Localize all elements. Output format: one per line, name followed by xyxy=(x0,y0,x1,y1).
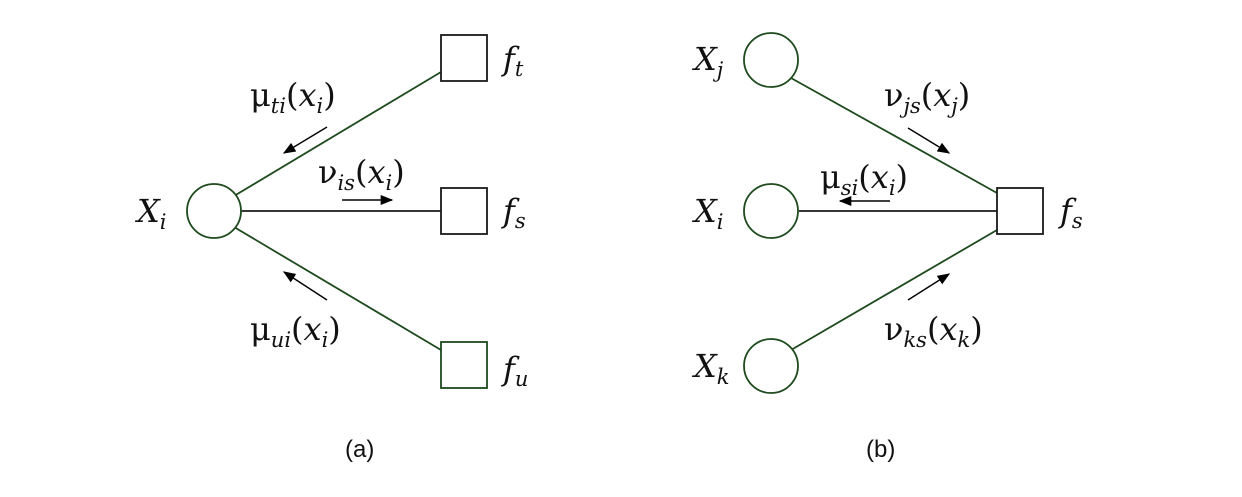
factor-label-fs: fs xyxy=(501,192,526,233)
variable-node-xj xyxy=(743,32,799,88)
arrow-mu-ti xyxy=(282,126,328,154)
arrow-nu-ks xyxy=(907,273,951,301)
variable-node-xi xyxy=(186,183,242,239)
factor-node-fu xyxy=(440,341,488,389)
variable-label-xi: Xi xyxy=(691,192,724,234)
variable-node-xk xyxy=(743,338,799,394)
message-label-nu-is: νis(xi) xyxy=(318,153,405,195)
factor-node-fs xyxy=(996,187,1044,235)
panel-b: Xj Xi Xk fs νjs(xj) μsi(xi) νks(xk) (b) xyxy=(691,32,1083,463)
message-label-mu-si: μsi(xi) xyxy=(820,158,908,200)
variable-label-xj: Xj xyxy=(691,40,724,82)
message-label-mu-ti: μti(xi) xyxy=(250,76,336,118)
factor-node-fs xyxy=(440,187,488,235)
message-label-nu-ks: νks(xk) xyxy=(884,310,983,352)
variable-label-xi: Xi xyxy=(134,192,167,234)
message-label-nu-js: νjs(xj) xyxy=(884,76,970,118)
edge-xi-fu xyxy=(233,226,442,351)
edge-xk-fs xyxy=(790,229,998,351)
variable-label-xk: Xk xyxy=(691,347,730,389)
variable-node-xi xyxy=(743,183,799,239)
factor-label-ft: ft xyxy=(501,40,524,81)
factor-label-fu: fu xyxy=(501,350,528,391)
edge-xi-ft xyxy=(233,71,442,197)
message-label-mu-ui: μui(xi) xyxy=(250,310,341,352)
factor-node-ft xyxy=(440,34,488,82)
panel-a: Xi ft fs fu μti(xi) νis(xi) μui(xi) (a) xyxy=(134,34,528,463)
caption-b: (b) xyxy=(866,436,895,463)
caption-a: (a) xyxy=(345,436,374,463)
arrow-mu-ui xyxy=(282,271,328,301)
arrow-nu-js xyxy=(907,127,951,154)
factor-label-fs: fs xyxy=(1058,192,1083,233)
edge-xj-fs xyxy=(790,77,998,194)
